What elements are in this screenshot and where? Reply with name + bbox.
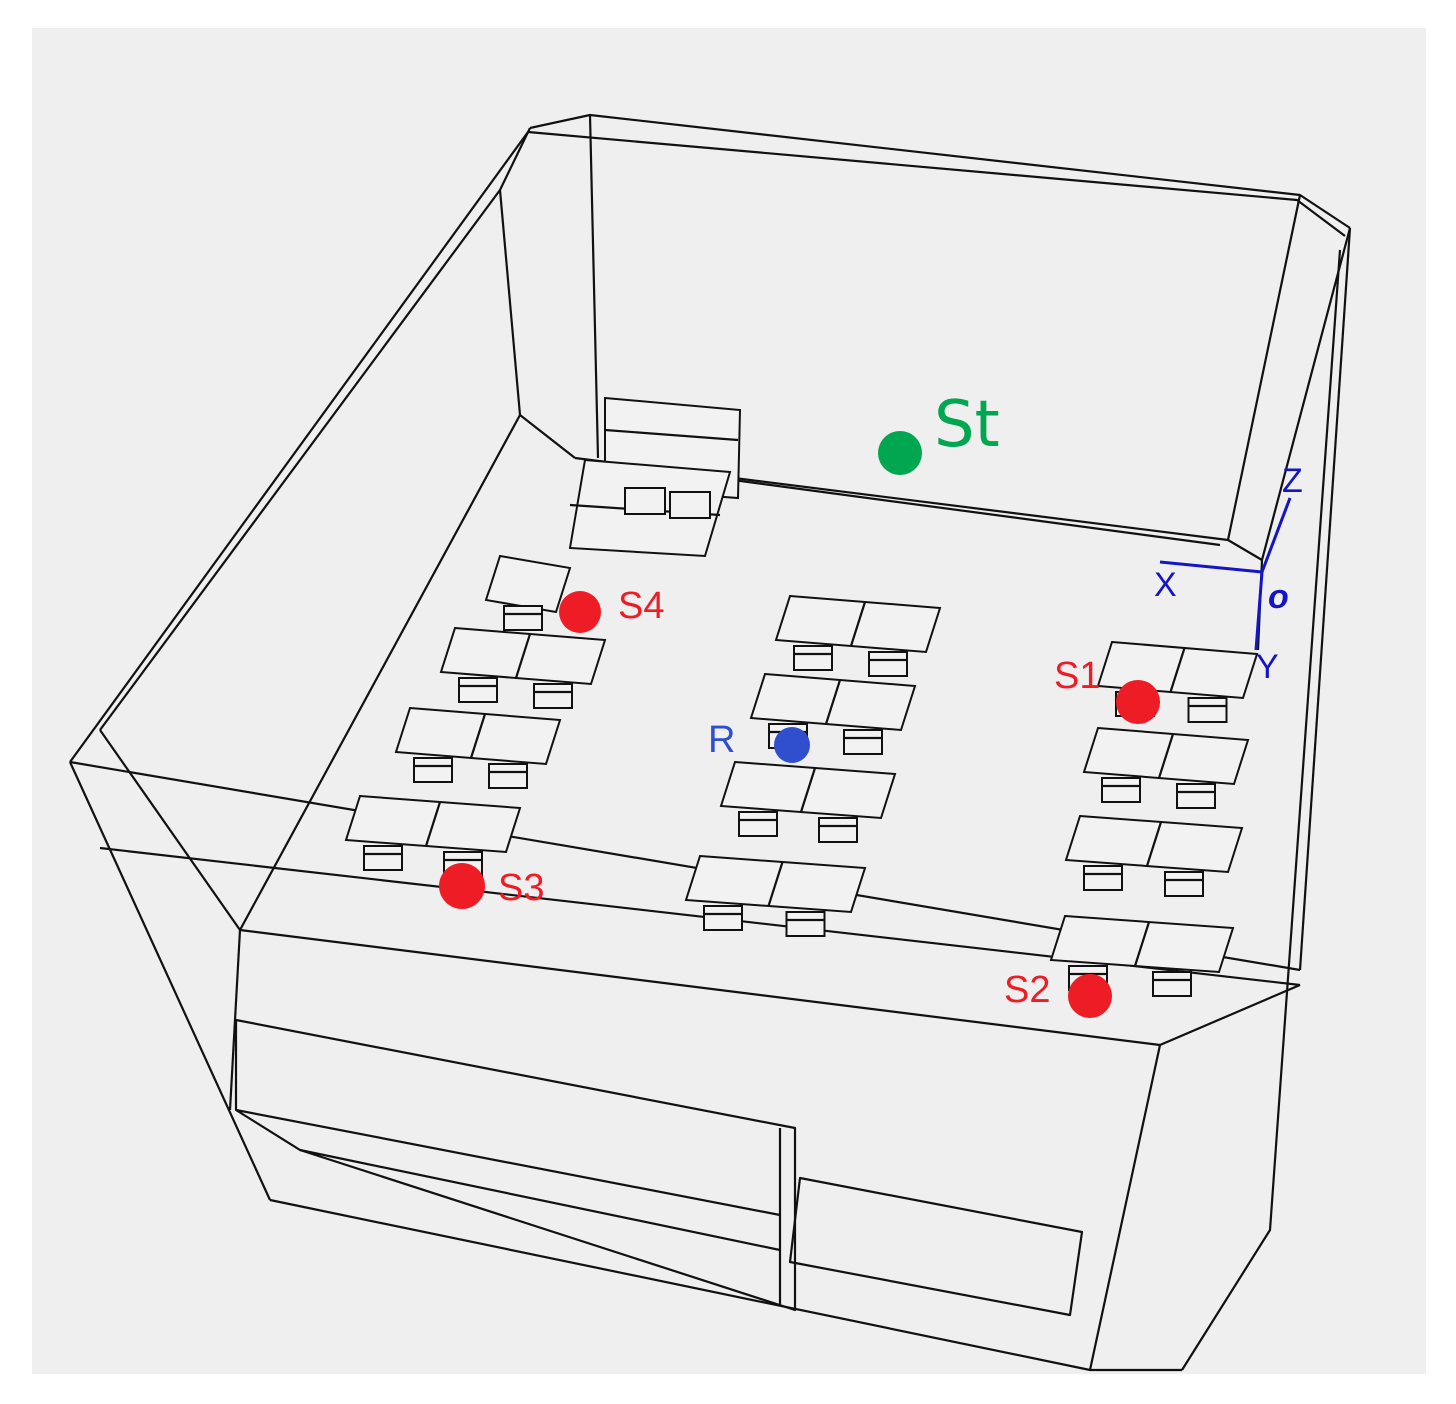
y-axis-line <box>1254 571 1264 651</box>
desk-divider <box>469 713 487 759</box>
desk-divider <box>849 601 867 647</box>
desk-divider <box>1169 647 1186 693</box>
chair <box>1187 697 1228 723</box>
desk-unit <box>1064 814 1244 897</box>
desk-divider <box>1157 733 1175 779</box>
student-desks <box>344 554 1259 997</box>
source-s4-dot <box>559 591 601 633</box>
source-s1-dot <box>1116 680 1160 724</box>
desk-unit <box>484 554 572 631</box>
source-s3-dot <box>439 863 485 909</box>
chair <box>843 729 883 755</box>
desk-top <box>484 554 572 614</box>
chair <box>868 651 908 677</box>
chair <box>1176 783 1216 809</box>
desk-unit <box>344 794 522 877</box>
markers: St R S1 S2 S3 S4 <box>439 388 1160 1018</box>
desk-divider <box>824 679 842 725</box>
axis-x-label: X <box>1154 566 1177 604</box>
chair <box>793 645 833 671</box>
source-s1-label: S1 <box>1054 655 1100 697</box>
chair <box>785 911 826 937</box>
desk-divider <box>1145 821 1163 867</box>
desk-divider <box>799 767 817 813</box>
source-s3-label: S3 <box>498 867 544 909</box>
station-st-dot <box>878 431 922 475</box>
desk-divider <box>1133 921 1151 967</box>
axis-origin-label: o <box>1268 578 1289 616</box>
chair <box>488 763 528 789</box>
chair <box>818 817 858 843</box>
desk-unit <box>684 854 867 937</box>
chair <box>533 683 573 709</box>
desk-unit <box>774 594 942 677</box>
axis-y-label: Y <box>1256 648 1279 686</box>
chair <box>1101 777 1141 803</box>
receiver-r-label: R <box>708 719 735 761</box>
desk-divider <box>514 633 532 679</box>
chair <box>363 845 403 871</box>
chair <box>1164 871 1204 897</box>
desk-unit <box>1049 914 1235 997</box>
chair <box>738 811 778 837</box>
chair <box>1083 865 1123 891</box>
front-bench <box>234 1018 1084 1317</box>
chair <box>703 905 743 931</box>
axis-gizmo: Z X o Y <box>1154 462 1303 686</box>
desk-unit <box>394 706 562 789</box>
source-s2-dot <box>1068 974 1112 1018</box>
source-s2-label: S2 <box>1004 969 1050 1011</box>
desk-divider <box>424 801 442 847</box>
x-axis-line <box>1159 560 1263 574</box>
desk-unit <box>439 626 607 709</box>
chair <box>1152 971 1192 997</box>
chair <box>503 605 543 631</box>
station-st-label: St <box>934 388 1000 462</box>
chair <box>413 757 453 783</box>
axis-z-label: Z <box>1282 462 1303 500</box>
desk-unit <box>719 760 897 843</box>
teacher-desk <box>568 396 742 558</box>
source-s4-label: S4 <box>618 585 664 627</box>
chair <box>458 677 498 703</box>
desk-unit <box>1082 726 1250 809</box>
desk-divider <box>767 861 784 907</box>
z-axis-line <box>1260 497 1292 573</box>
receiver-r-dot <box>774 727 810 763</box>
